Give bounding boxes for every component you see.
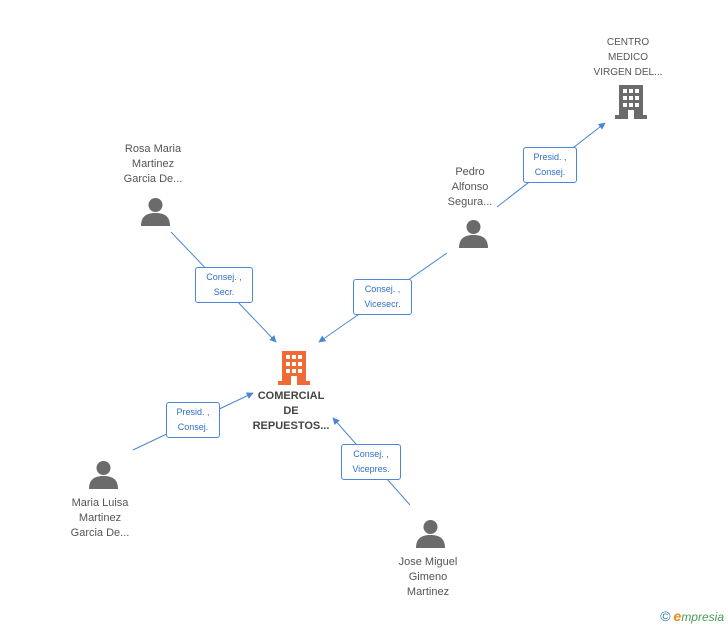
person-label[interactable]: Jose Miguel Gimeno Martinez bbox=[398, 556, 458, 598]
related-company-label[interactable]: CENTRO MEDICO VIRGEN DEL... bbox=[593, 37, 663, 78]
role-badge[interactable]: Presid. , Consej. bbox=[166, 402, 220, 438]
person-icon[interactable] bbox=[459, 219, 488, 253]
person-label[interactable]: Maria Luisa Martinez Garcia De... bbox=[70, 497, 130, 539]
copyright-symbol: © bbox=[660, 608, 671, 624]
role-badge[interactable]: Presid. , Consej. bbox=[523, 147, 577, 183]
empresia-watermark: ©empresia bbox=[660, 608, 724, 624]
building-icon[interactable] bbox=[278, 351, 310, 390]
center-company-label[interactable]: COMERCIAL DE REPUESTOS... bbox=[252, 390, 330, 432]
brand-initial: e bbox=[673, 608, 682, 624]
person-icon[interactable] bbox=[89, 460, 118, 494]
brand-name: mpresia bbox=[681, 610, 724, 624]
person-icon[interactable] bbox=[416, 519, 445, 553]
person-icon[interactable] bbox=[141, 197, 170, 231]
person-label[interactable]: Pedro Alfonso Segura... bbox=[447, 166, 493, 208]
building-icon[interactable] bbox=[615, 85, 647, 124]
role-badge[interactable]: Consej. , Vicepres. bbox=[341, 444, 401, 480]
role-badge[interactable]: Consej. , Vicesecr. bbox=[353, 279, 412, 315]
role-badge[interactable]: Consej. , Secr. bbox=[195, 267, 253, 303]
person-label[interactable]: Rosa Maria Martinez Garcia De... bbox=[123, 143, 183, 185]
